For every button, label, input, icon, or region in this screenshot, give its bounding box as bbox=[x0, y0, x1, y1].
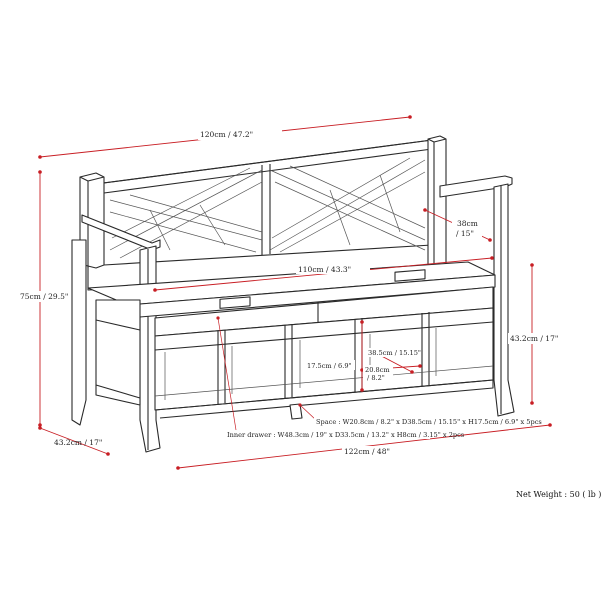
label-base-width: 122cm / 48" bbox=[344, 447, 390, 456]
label-drawer-note: Inner drawer : W48.3cm / 19" x D33.5cm /… bbox=[227, 431, 465, 439]
dimension-labels: 120cm / 47.2" 110cm / 43.3" 75cm / 29.5"… bbox=[18, 129, 601, 499]
dim-depth-line bbox=[38, 426, 110, 456]
label-cubby-width-a: 20.8cm bbox=[365, 366, 390, 374]
label-cubby-height: 17.5cm / 6.9" bbox=[307, 362, 352, 370]
label-seat-width: 110cm / 43.3" bbox=[298, 265, 351, 274]
space-leader bbox=[299, 404, 317, 421]
net-weight-label: Net Weight : 50 ( lb ) bbox=[516, 490, 601, 499]
drawer-leader bbox=[217, 317, 237, 431]
label-seat-depth-b: / 15" bbox=[456, 229, 474, 238]
label-depth: 43.2cm / 17" bbox=[54, 438, 102, 447]
label-height: 75cm / 29.5" bbox=[20, 292, 68, 301]
label-seat-height: 43.2cm / 17" bbox=[510, 334, 558, 343]
label-cubby-depth: 38.5cm / 15.15" bbox=[368, 349, 421, 357]
label-space-note: Space : W20.8cm / 8.2" x D38.5cm / 15.15… bbox=[316, 418, 542, 426]
label-seat-depth-a: 38cm bbox=[457, 219, 478, 228]
label-top-width: 120cm / 47.2" bbox=[200, 130, 253, 139]
bench-outline bbox=[71, 135, 515, 453]
label-cubby-width-b: / 8.2" bbox=[367, 374, 385, 382]
